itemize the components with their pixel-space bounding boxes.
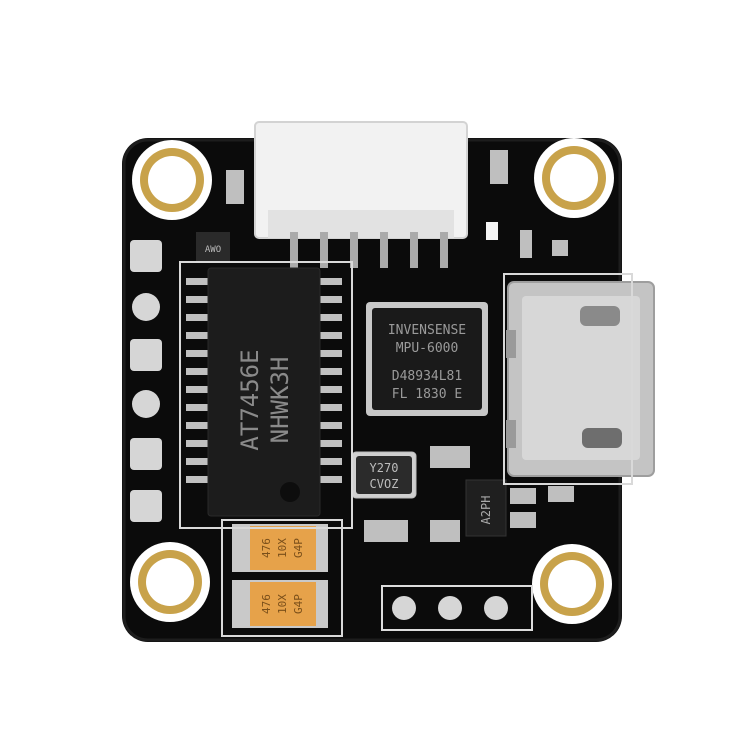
silkscreen-lines	[179, 261, 633, 637]
transistor-label: A2PH	[479, 496, 493, 525]
osd-chip-line1: AT7456E	[236, 349, 264, 450]
mounting-hole-bottom-right	[532, 544, 612, 624]
imu-chip-line4: FL 1830 E	[392, 387, 462, 402]
regulator-chip	[196, 232, 230, 262]
imu-chip-line2: MPU-6000	[396, 341, 459, 356]
capacitor-1-line3: G4P	[292, 538, 305, 558]
usb-connector	[506, 281, 655, 477]
crystal-line2: CVOZ	[370, 477, 399, 491]
osd-chip-line2: NHWK3H	[266, 357, 294, 444]
imu-chip-line1: INVENSENSE	[388, 323, 466, 338]
capacitor-1-line2: 10X	[276, 538, 289, 558]
smd-components	[226, 150, 574, 542]
mounting-hole-bottom-left	[130, 542, 210, 622]
crystal-line1: Y270	[370, 461, 399, 475]
imu-chip	[366, 302, 488, 416]
imu-chip-line3: D48934L81	[392, 369, 462, 384]
status-led	[486, 222, 498, 240]
capacitor-1-line1: 476	[260, 538, 273, 558]
regulator-label: AWO	[205, 245, 221, 255]
mounting-hole-top-right	[534, 138, 614, 218]
jst-connector	[254, 121, 468, 268]
capacitor-2-line2: 10X	[276, 594, 289, 614]
bottom-solder-pads	[381, 585, 533, 631]
transistor-chip	[465, 479, 507, 537]
capacitor-2-line1: 476	[260, 594, 273, 614]
capacitor-1	[232, 524, 328, 572]
capacitor-2	[232, 580, 328, 628]
mounting-hole-top-left	[132, 140, 212, 220]
capacitor-2-line3: G4P	[292, 594, 305, 614]
osd-chip	[186, 267, 342, 517]
left-solder-pads	[130, 240, 162, 522]
